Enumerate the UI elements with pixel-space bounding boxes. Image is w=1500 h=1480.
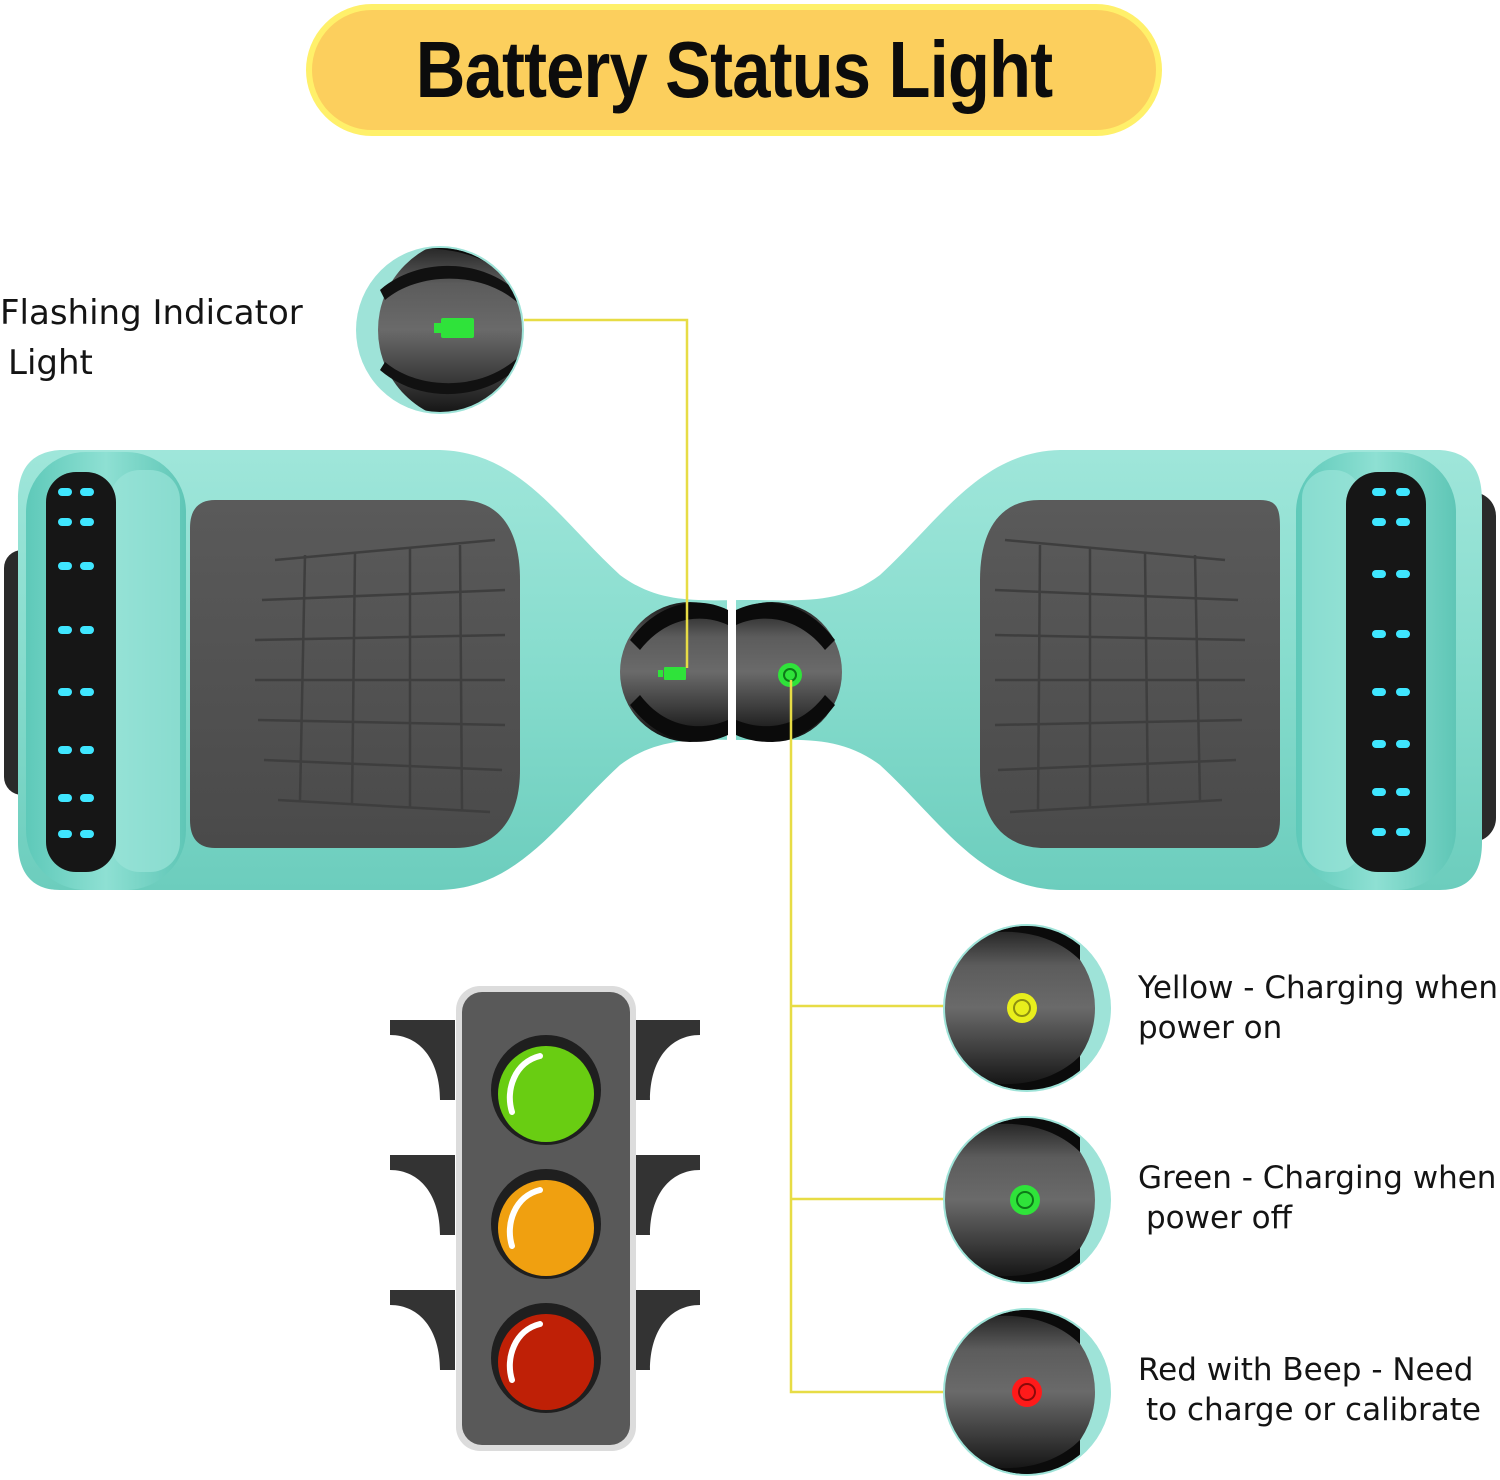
wheel-led: [1372, 630, 1386, 638]
flashing-indicator-line2: Light: [8, 343, 93, 383]
right-wheel-leds: [1372, 488, 1410, 836]
wheel-led: [80, 688, 94, 696]
wheel-led: [80, 746, 94, 754]
wheel-led: [80, 488, 94, 496]
wheel-led: [58, 746, 72, 754]
status-leader-line: [789, 680, 950, 1394]
red-status-callout: [943, 1308, 1111, 1476]
battery-icon: [658, 667, 686, 680]
wheel-led: [80, 562, 94, 570]
wheel-led: [1396, 788, 1410, 796]
wheel-led: [80, 518, 94, 526]
yellow-status-callout: [943, 924, 1111, 1092]
left-led-strip: [46, 472, 116, 872]
leader-lines: [524, 318, 950, 1394]
wheel-led: [1372, 788, 1386, 796]
wheel-led: [58, 830, 72, 838]
flash-leader-line: [524, 318, 689, 668]
wheel-led: [1372, 828, 1386, 836]
green-status-label: Green - Charging when power off: [1138, 1158, 1496, 1238]
green-status-callout: [943, 1116, 1111, 1284]
wheel-led: [80, 830, 94, 838]
wheel-led: [58, 518, 72, 526]
green-status-line2: power off: [1146, 1200, 1292, 1236]
wheel-led: [80, 794, 94, 802]
wheel-led: [1396, 688, 1410, 696]
wheel-led: [1396, 570, 1410, 578]
right-foot-pad: [980, 500, 1280, 848]
wheel-led: [58, 688, 72, 696]
wheel-led: [1396, 828, 1410, 836]
wheel-led: [1396, 740, 1410, 748]
page-title: Battery Status Light: [415, 25, 1053, 114]
title-banner: Battery Status Light: [306, 4, 1162, 136]
wheel-led: [58, 562, 72, 570]
right-led-strip: [1346, 472, 1426, 872]
yellow-status-line1: Yellow - Charging when: [1138, 970, 1499, 1006]
left-foot-pad: [190, 500, 520, 848]
traffic-light-icon: [390, 986, 700, 1451]
red-led-icon: [1012, 1377, 1042, 1407]
wheel-led: [1372, 518, 1386, 526]
traffic-lamp-green: [491, 1035, 601, 1145]
wheel-led: [58, 626, 72, 634]
flash-battery-icon: [434, 318, 474, 338]
flashing-indicator-line1: Flashing Indicator: [0, 293, 303, 333]
traffic-lamp-orange: [491, 1169, 601, 1279]
green-status-line1: Green - Charging when: [1138, 1160, 1497, 1196]
hoverboard: [4, 450, 1496, 890]
wheel-led: [1372, 570, 1386, 578]
flashing-indicator-callout: [356, 246, 524, 414]
red-status-label: Red with Beep - Need to charge or calibr…: [1138, 1350, 1481, 1430]
wheel-led: [80, 626, 94, 634]
yellow-status-label: Yellow - Charging when power on: [1138, 968, 1498, 1048]
wheel-led: [1372, 688, 1386, 696]
wheel-led: [1396, 518, 1410, 526]
traffic-lamp-red: [491, 1303, 601, 1413]
red-status-line1: Red with Beep - Need: [1138, 1352, 1474, 1388]
flashing-indicator-label: Flashing Indicator Light: [0, 288, 303, 388]
yellow-led-icon: [1007, 993, 1037, 1023]
left-wheel-leds: [58, 488, 94, 838]
wheel-led: [1372, 740, 1386, 748]
wheel-led: [58, 794, 72, 802]
green-led-icon: [1010, 1185, 1040, 1215]
yellow-status-line2: power on: [1138, 1010, 1283, 1046]
wheel-led: [1372, 488, 1386, 496]
red-status-line2: to charge or calibrate: [1146, 1392, 1481, 1428]
wheel-led: [58, 488, 72, 496]
wheel-led: [1396, 630, 1410, 638]
wheel-led: [1396, 488, 1410, 496]
